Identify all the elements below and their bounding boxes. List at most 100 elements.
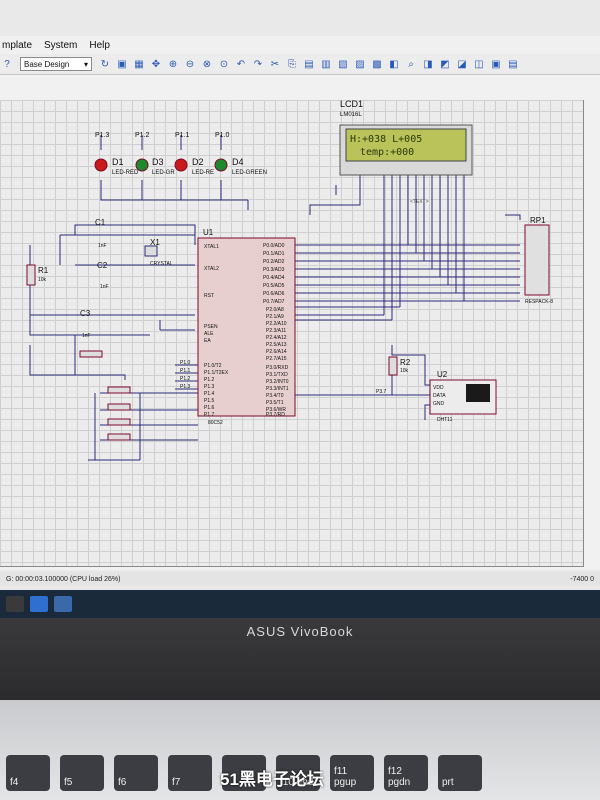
pin-p3-6: P3.6/WR — [266, 407, 286, 413]
redo-icon[interactable]: ↷ — [253, 58, 263, 70]
block-move-icon[interactable]: ▧ — [338, 58, 348, 70]
pin-p3-1: P3.1/TXD — [266, 372, 288, 378]
key-f7[interactable]: f7 — [168, 755, 212, 791]
pin-p3-2: P3.2/INT0 — [266, 379, 289, 385]
paste-icon[interactable]: ▤ — [304, 58, 314, 70]
status-simulation-time: G: 00:00:03.100000 (CPU load 26%) — [6, 575, 121, 583]
led-d4[interactable] — [214, 158, 228, 172]
schematic-drawing[interactable]: P1.3 P1.2 P1.1 P1.0 D1 D3 D2 D4 LED-RED … — [0, 75, 600, 570]
crystal-x1[interactable] — [144, 245, 158, 257]
switch-4[interactable] — [107, 433, 131, 441]
led-d1-ref: D1 — [112, 157, 124, 167]
menu-bar: mplate System Help — [0, 36, 600, 54]
r2-val: 10k — [400, 368, 409, 374]
undo-icon[interactable]: ↶ — [236, 58, 246, 70]
switch-3[interactable] — [107, 418, 131, 426]
pcb-icon[interactable]: ▣ — [491, 58, 501, 70]
key-f6[interactable]: f6 — [114, 755, 158, 791]
rp1-part: RESPACK-8 — [525, 299, 553, 305]
led-d3[interactable] — [135, 158, 149, 172]
pin-p2-5: P2.5/A13 — [266, 342, 287, 348]
taskbar-app-isis[interactable] — [30, 596, 48, 612]
led-d1[interactable] — [94, 158, 108, 172]
led-d1-part: LED-RED — [112, 170, 139, 176]
led-d2-ref: D2 — [192, 157, 204, 167]
menu-system[interactable]: System — [44, 39, 78, 51]
search-icon[interactable]: ⌕ — [408, 58, 414, 70]
key-blank[interactable] — [222, 755, 266, 791]
switch-2[interactable] — [107, 403, 131, 411]
help-icon[interactable]: ? — [4, 58, 10, 70]
pan-icon[interactable]: ✥ — [151, 58, 161, 70]
led-d2-part: LED-RE — [192, 170, 214, 176]
pick-icon[interactable]: ◧ — [389, 58, 399, 70]
pin-p1-4: P1.4 — [204, 391, 215, 397]
u2-ref: U2 — [437, 370, 448, 379]
cap-c2-val: 1nF — [100, 284, 109, 290]
bom-icon[interactable]: ◪ — [457, 58, 467, 70]
key-f10[interactable]: f10 end — [276, 755, 320, 791]
pin-p2-6: P2.6/A14 — [266, 349, 287, 355]
pin-p3-7: P3.7/RD — [266, 412, 285, 418]
keyboard-row: f4 f5 f6 f7 f10 end f11 pgup f12 pgdn pr… — [0, 755, 600, 791]
zoom-all-icon[interactable]: ⊗ — [202, 58, 212, 70]
netlist-icon[interactable]: ◩ — [440, 58, 450, 70]
pin-p0-6: P0.6/AD6 — [263, 291, 285, 297]
block-rotate-icon[interactable]: ▨ — [355, 58, 365, 70]
key-f12[interactable]: f12 pgdn — [384, 755, 428, 791]
cap-c1-val: 1nF — [98, 243, 107, 249]
cut-icon[interactable]: ✂ — [270, 58, 280, 70]
pin-p0-2: P0.2/AD2 — [263, 259, 285, 265]
mcu-u1[interactable]: U1 80C52 XTAL1 XTAL2 RST PSEN ALE EA P1.… — [197, 228, 296, 426]
taskbar-app-1[interactable] — [6, 596, 24, 612]
key-f4[interactable]: f4 — [6, 755, 50, 791]
property-icon[interactable]: ◨ — [423, 58, 433, 70]
export-icon[interactable]: ▤ — [508, 58, 518, 70]
design-select[interactable]: Base Design ▾ — [20, 57, 92, 71]
key-f11[interactable]: f11 pgup — [330, 755, 374, 791]
key-f5[interactable]: f5 — [60, 755, 104, 791]
r1-ref: R1 — [38, 266, 49, 275]
zoom-out-icon[interactable]: ⊖ — [185, 58, 195, 70]
block-copy-icon[interactable]: ▥ — [321, 58, 331, 70]
key-prt[interactable]: prt — [438, 755, 482, 791]
pin-p0-0: P0.0/AD0 — [263, 243, 285, 249]
lcd-component[interactable]: LCD1 LM016L H:+038 L+005 temp:+000 <TEXT… — [339, 99, 473, 205]
pin-p1-1: P1.1/T2EX — [204, 370, 229, 376]
lcd-ref: LCD1 — [340, 99, 363, 109]
toggle-icon[interactable]: ▣ — [117, 58, 127, 70]
respack-rp1[interactable]: RP1 RESPACK-8 — [524, 216, 553, 305]
lcd-text-tag: <TEXT> — [410, 199, 429, 205]
design-select-label: Base Design — [24, 59, 70, 69]
led-d4-port: P1.0 — [215, 132, 230, 139]
menu-template[interactable]: mplate — [2, 39, 33, 51]
switch-reset[interactable] — [79, 350, 103, 358]
net-p1-1: P1.1 — [180, 368, 191, 374]
menu-help[interactable]: Help — [89, 39, 110, 51]
block-delete-icon[interactable]: ▩ — [372, 58, 382, 70]
zoom-area-icon[interactable]: ⊙ — [219, 58, 229, 70]
mcu-ref: U1 — [203, 228, 214, 237]
resistor-r2[interactable] — [388, 356, 398, 376]
copy-icon[interactable]: ⎘ — [288, 58, 296, 70]
schematic-canvas[interactable]: P1.3 P1.2 P1.1 P1.0 D1 D3 D2 D4 LED-RED … — [0, 75, 600, 570]
pin-p0-3: P0.3/AD3 — [263, 267, 285, 273]
check-icon[interactable]: ◫ — [474, 58, 484, 70]
led-d3-part: LED-GR — [152, 170, 175, 176]
pin-p0-7: P0.7/AD7 — [263, 299, 285, 305]
taskbar-app-keil[interactable] — [54, 596, 72, 612]
zoom-in-icon[interactable]: ⊕ — [168, 58, 178, 70]
refresh-icon[interactable]: ↻ — [100, 58, 110, 70]
pin-p2-7: P2.7/A15 — [266, 356, 287, 362]
net-p1-2: P1.2 — [180, 376, 191, 382]
grid-icon[interactable]: ▦ — [134, 58, 144, 70]
switch-1[interactable] — [107, 386, 131, 394]
pin-p2-3: P2.3/A11 — [266, 328, 286, 334]
resistor-r1[interactable] — [26, 264, 36, 286]
led-d2[interactable] — [174, 158, 188, 172]
dht11-u2[interactable]: U2 VDD DATA GND DHT11 P3.7 — [376, 370, 497, 423]
rp1-ref: RP1 — [530, 216, 546, 225]
net-p1-3: P1.3 — [180, 384, 191, 390]
r2-ref: R2 — [400, 358, 411, 367]
status-bar: G: 00:00:03.100000 (CPU load 26%) -7400 … — [0, 572, 600, 586]
